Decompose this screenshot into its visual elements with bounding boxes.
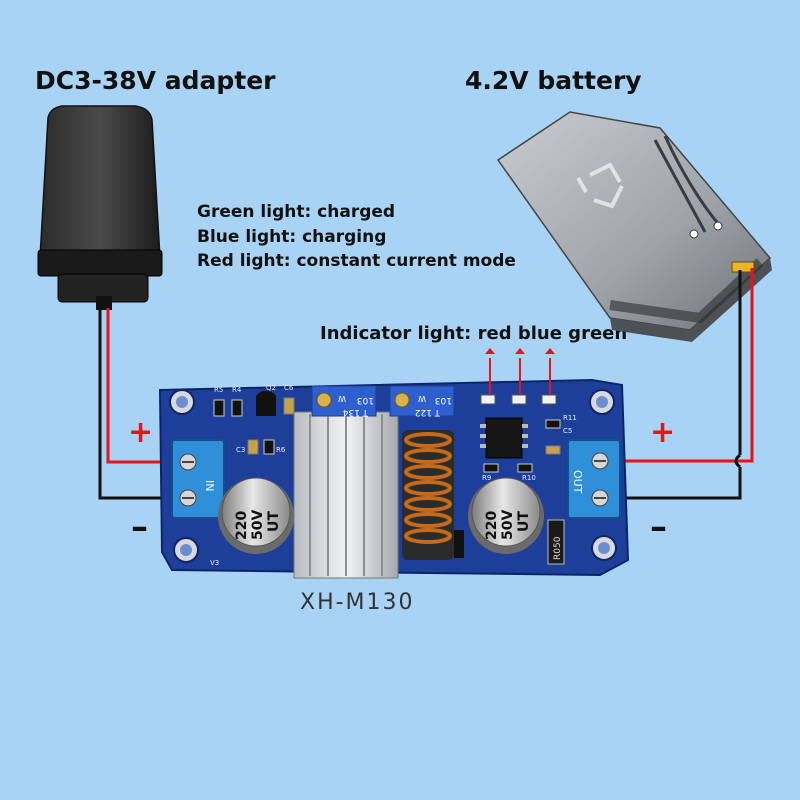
heatsink <box>293 411 399 579</box>
input-terminal: IN <box>171 439 225 519</box>
right-pot-w: W <box>418 394 426 403</box>
indicator-leaders <box>485 348 555 394</box>
left-pot-code: 134 <box>343 407 360 417</box>
left-cap-voltage: 50V <box>250 510 266 540</box>
sense-resistor: R050 <box>547 519 565 565</box>
right-capacitor: 220 50V UT <box>468 477 544 554</box>
red-led <box>480 394 496 405</box>
output-terminal: OUT <box>567 439 621 519</box>
silk-r11: R11 <box>563 414 577 422</box>
left-cap-value: 220 <box>234 511 250 540</box>
ic-chip <box>480 417 528 459</box>
right-cap-value: 220 <box>484 511 500 540</box>
right-pot-t: T <box>434 407 441 417</box>
transistor <box>256 390 276 416</box>
indicator-label: Indicator light: red blue green <box>320 323 628 344</box>
blue-light-note: Blue light: charging <box>197 226 387 247</box>
silk-r6: R6 <box>276 446 286 454</box>
smd-components <box>213 397 561 558</box>
silk-c3: C3 <box>236 446 245 454</box>
right-cap-brand: UT <box>516 511 532 532</box>
indicator-legend: Green light: charged Blue light: chargin… <box>197 200 516 274</box>
silk-q2: Q2 <box>266 384 276 392</box>
silk-r10: R10 <box>522 474 536 482</box>
output-plus-sign: + <box>650 415 676 450</box>
left-pot-w: W <box>338 394 346 403</box>
silk-r5: R5 <box>214 386 223 394</box>
battery-icon <box>496 111 772 342</box>
indicator-leds <box>480 394 557 405</box>
blue-led <box>511 394 527 405</box>
inductor-coil <box>402 430 454 560</box>
model-label: XH-M130 <box>300 590 415 615</box>
right-cap-voltage: 50V <box>500 510 516 540</box>
green-led <box>541 394 557 405</box>
right-potentiometer: W 122 T 103 <box>389 385 455 417</box>
silk-r9: R9 <box>482 474 491 482</box>
left-cap-brand: UT <box>266 511 282 532</box>
right-pot-code: 122 <box>415 407 432 417</box>
input-plus-sign: + <box>128 415 154 450</box>
pcb-board: IN OUT 220 50V UT 220 50V UT <box>158 378 630 579</box>
output-terminal-label: OUT <box>571 470 584 494</box>
input-minus-sign: – <box>131 507 148 547</box>
left-potentiometer: W 134 T 103 <box>311 385 377 417</box>
input-terminal-label: IN <box>203 480 216 491</box>
silk-r4: R4 <box>232 386 242 394</box>
left-pot-value: 103 <box>357 395 374 405</box>
adapter-label: DC3-38V adapter <box>35 66 276 95</box>
silk-c6: C6 <box>284 384 294 392</box>
silk-v3: V3 <box>210 559 219 567</box>
red-light-note: Red light: constant current mode <box>197 251 516 271</box>
silk-c5: C5 <box>563 427 572 435</box>
left-capacitor: 220 50V UT <box>218 477 294 554</box>
battery-label: 4.2V battery <box>465 66 642 95</box>
adapter-icon <box>37 105 163 310</box>
right-pot-value: 103 <box>435 395 452 405</box>
sense-resistor-label: R050 <box>553 536 563 560</box>
green-light-note: Green light: charged <box>197 202 396 222</box>
output-minus-sign: – <box>650 507 667 547</box>
left-pot-t: T <box>362 407 369 417</box>
